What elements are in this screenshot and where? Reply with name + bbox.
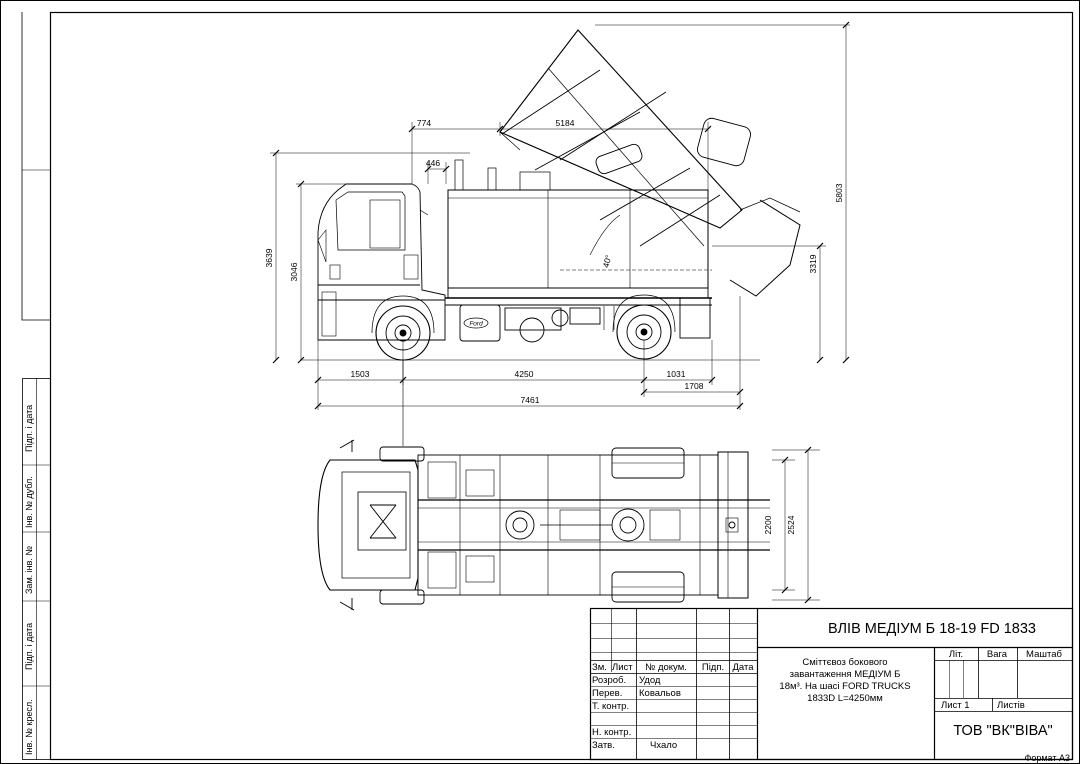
name-developer: Удод	[639, 675, 661, 686]
header-zm: Зм.	[592, 662, 607, 673]
role-approved: Затв.	[592, 740, 615, 751]
dim-cab-gap: 446	[426, 158, 440, 168]
label-lit: Літ.	[949, 649, 963, 660]
dim-track-width: 2200	[763, 515, 773, 534]
dim-total-height-raised: 5803	[834, 183, 844, 202]
dim-rear-overhang: 1031	[667, 369, 686, 379]
dimension-ticks	[272, 21, 850, 604]
format-label: Формат А3	[1025, 753, 1070, 763]
dim-overall-width: 2524	[786, 515, 796, 534]
label-mass: Вага	[987, 649, 1008, 660]
side-stamp-signature-date-2: Підп. і дата	[24, 623, 34, 670]
dim-rear-height: 3319	[808, 254, 818, 273]
header-sign: Підп.	[702, 662, 724, 673]
dim-wheelbase: 4250	[515, 369, 534, 379]
drawing-title: ВЛІВ МЕДІУМ Б 18-19 FD 1833	[828, 621, 1036, 637]
dim-overall-length: 7461	[521, 395, 540, 405]
description-line-3: 18м³. На шасі FORD TRUCKS	[779, 681, 910, 692]
header-list: Лист	[612, 662, 633, 673]
rear-loader-top	[717, 451, 749, 599]
company-name: ТОВ "ВК"ВІВА"	[953, 723, 1052, 739]
truck-side-view	[300, 29, 801, 361]
dimension-labels: 774 5184 446 3639 3046 5803 3319 40° 150…	[264, 118, 844, 534]
dim-cab-height: 3046	[289, 262, 299, 281]
role-tech-control: Т. контр.	[592, 701, 629, 712]
label-sheet: Лист 1	[941, 700, 970, 711]
truck-cab-side	[317, 183, 446, 341]
side-stamp-inv-dup: Інв. № дубл.	[24, 476, 34, 528]
body-lowered-side	[447, 159, 709, 298]
role-checked: Перев.	[592, 688, 622, 699]
name-checked: Ковальов	[639, 688, 681, 699]
header-doc: № докум.	[645, 662, 687, 673]
name-approved: Чхало	[650, 740, 677, 751]
side-stamp-inv-orig: Інв. № кресл.	[24, 699, 34, 755]
truck-top-view	[317, 439, 770, 611]
dim-tilt-angle: 40°	[601, 254, 614, 269]
truck-cab-top	[317, 439, 419, 611]
description-line-2: завантаження МЕДІУМ Б	[790, 669, 901, 680]
dim-body-length: 5184	[556, 118, 575, 128]
description-line-1: Сміттєвоз бокового	[802, 657, 887, 668]
ford-badge: Ford	[463, 317, 489, 329]
dim-front-overhang: 1503	[351, 369, 370, 379]
label-sheets: Листів	[997, 700, 1025, 711]
side-stamp: Підп. і дата Інв. № дубл. Зам. інв. № Пі…	[24, 405, 34, 755]
label-scale: Маштаб	[1026, 649, 1062, 660]
chassis-frame-top	[417, 454, 770, 596]
title-block-texts: ВЛІВ МЕДІУМ Б 18-19 FD 1833 Сміттєвоз бо…	[592, 621, 1070, 763]
description-line-4: 1833D L=4250мм	[807, 693, 883, 704]
wheels-top	[379, 446, 685, 605]
role-developer: Розроб.	[592, 675, 626, 686]
side-stamp-signature-date: Підп. і дата	[24, 405, 34, 452]
dimension-lines	[270, 24, 850, 601]
body-raised-side	[499, 29, 801, 297]
header-date: Дата	[732, 662, 754, 673]
dim-body-height: 3639	[264, 248, 274, 267]
role-norm-control: Н. контр.	[592, 727, 631, 738]
dim-cab-offset: 774	[417, 118, 431, 128]
title-block	[589, 607, 1074, 761]
side-stamp-replace-inv: Зам. інв. №	[24, 546, 34, 594]
ford-badge-text: Ford	[469, 321, 483, 328]
dim-rear-overhang-total: 1708	[685, 381, 704, 391]
